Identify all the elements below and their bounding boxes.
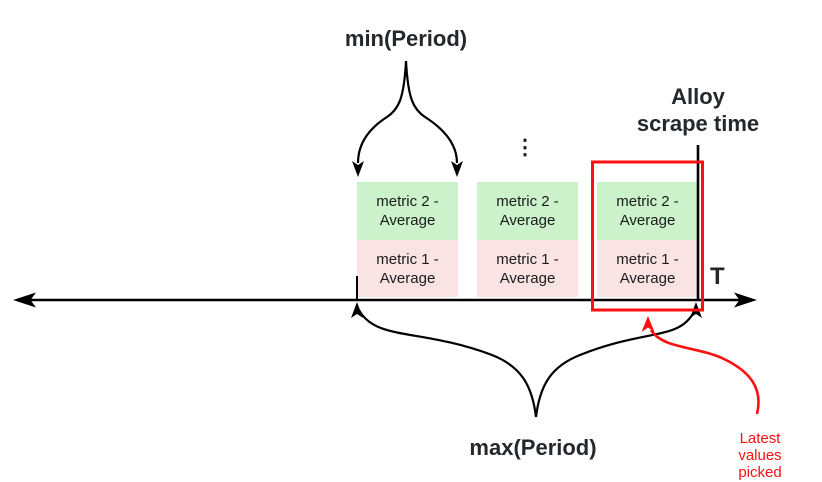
- sample-column-3: metric 2 - Average metric 1 - Average: [597, 182, 698, 297]
- time-axis-label: T: [710, 263, 725, 290]
- metric1-average-box: metric 1 - Average: [357, 240, 458, 297]
- metric2-average-box: metric 2 - Average: [597, 182, 698, 240]
- axis-right-arrowhead: [734, 292, 757, 308]
- metric1-average-box: metric 1 - Average: [597, 240, 698, 297]
- sample-column-1: metric 2 - Average metric 1 - Average: [357, 182, 458, 297]
- latest-values-label: Latest values picked: [738, 430, 782, 481]
- latest-values-arrow: [641, 316, 760, 415]
- min-period-right-arrowhead: [451, 161, 463, 177]
- max-period-left-arrowhead: [351, 302, 363, 318]
- latest-values-arrowhead: [641, 316, 655, 332]
- max-period-brace: [351, 302, 702, 418]
- min-period-left-arrowhead: [352, 161, 364, 177]
- min-period-brace: [352, 60, 463, 177]
- more-metrics-ellipsis: ⋮: [514, 136, 536, 159]
- axis-left-arrowhead: [13, 292, 36, 308]
- max-period-label: max(Period): [469, 435, 597, 460]
- min-period-label: min(Period): [344, 26, 468, 51]
- metric1-average-box: metric 1 - Average: [477, 240, 578, 297]
- metric2-average-box: metric 2 - Average: [477, 182, 578, 240]
- max-period-right-arrowhead: [690, 302, 702, 318]
- alloy-scrape-time-label: Alloy scrape time: [636, 84, 760, 136]
- metric2-average-box: metric 2 - Average: [357, 182, 458, 240]
- sample-column-2: metric 2 - Average metric 1 - Average: [477, 182, 578, 297]
